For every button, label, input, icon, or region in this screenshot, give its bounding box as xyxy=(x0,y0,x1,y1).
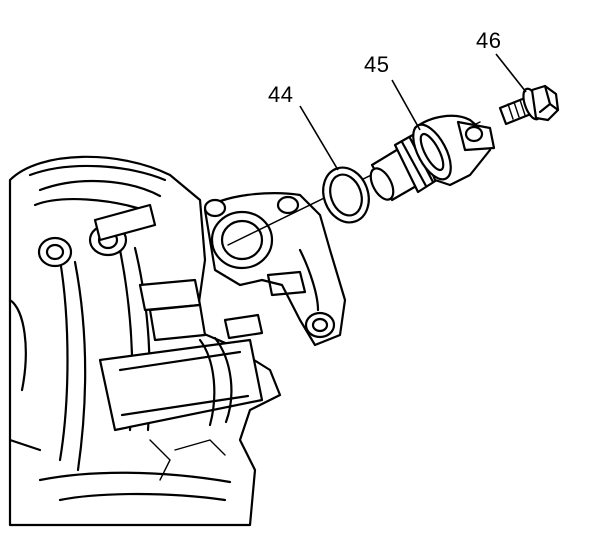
callout-45: 45 xyxy=(364,52,390,77)
sensor-mounting-bracket xyxy=(203,192,347,347)
callout-44: 44 xyxy=(268,82,294,107)
retaining-bolt xyxy=(498,84,560,126)
callout-46: 46 xyxy=(476,28,502,53)
transmission-housing xyxy=(8,155,282,527)
leader-line-45 xyxy=(391,79,421,131)
speed-sensor xyxy=(369,114,496,202)
leader-line-46 xyxy=(495,53,527,93)
leader-line-44 xyxy=(299,105,339,171)
o-ring-seal xyxy=(322,166,370,224)
